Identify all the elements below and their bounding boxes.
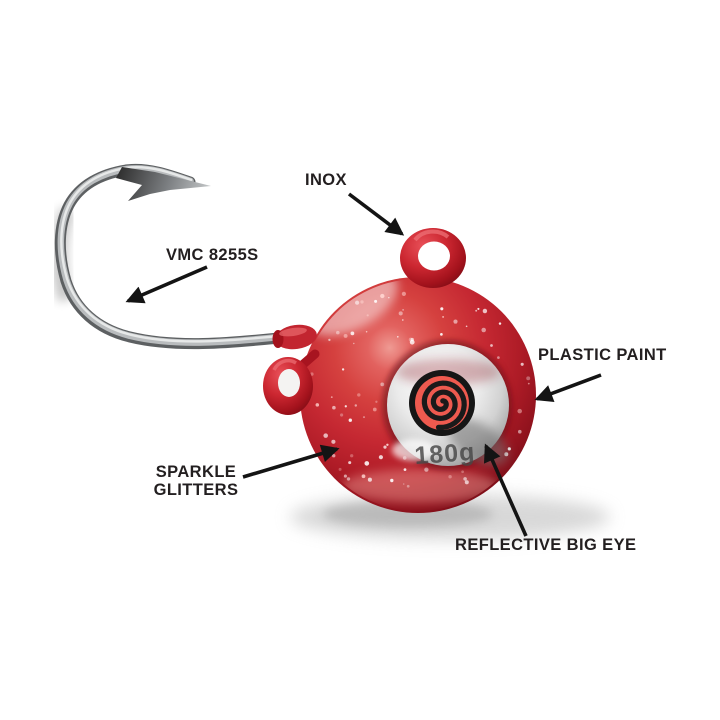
weight-label: 180g — [414, 438, 477, 470]
ball-bottom-sheen — [342, 469, 498, 503]
arrow-sparkle-glitters — [242, 444, 340, 479]
annotation-arrows — [125, 192, 602, 537]
sparkle-glitter-dots — [309, 291, 531, 488]
fishing-hook — [51, 163, 285, 350]
eye-bright-reflection — [392, 439, 436, 461]
label-hook-model: VMC 8255S — [166, 246, 259, 264]
line-tie-eyelet-ring — [400, 228, 466, 288]
hook-collar — [272, 324, 317, 350]
label-inox: INOX — [305, 171, 347, 189]
eye-spiral — [421, 380, 467, 430]
label-reflective-big-eye: REFLECTIVE BIG EYE — [455, 536, 637, 554]
hook-point-and-barb — [116, 167, 211, 201]
arrow-hook-model — [125, 265, 208, 304]
arrow-plastic-paint — [534, 373, 602, 403]
arrow-inox — [347, 192, 405, 236]
label-sparkle-glitters: SPARKLE GLITTERS — [153, 463, 239, 499]
side-hook-ring — [263, 349, 320, 415]
arrow-reflective-big-eye — [483, 443, 528, 537]
reflective-big-eye: 180g — [382, 340, 512, 470]
label-plastic-paint: PLASTIC PAINT — [538, 346, 667, 364]
